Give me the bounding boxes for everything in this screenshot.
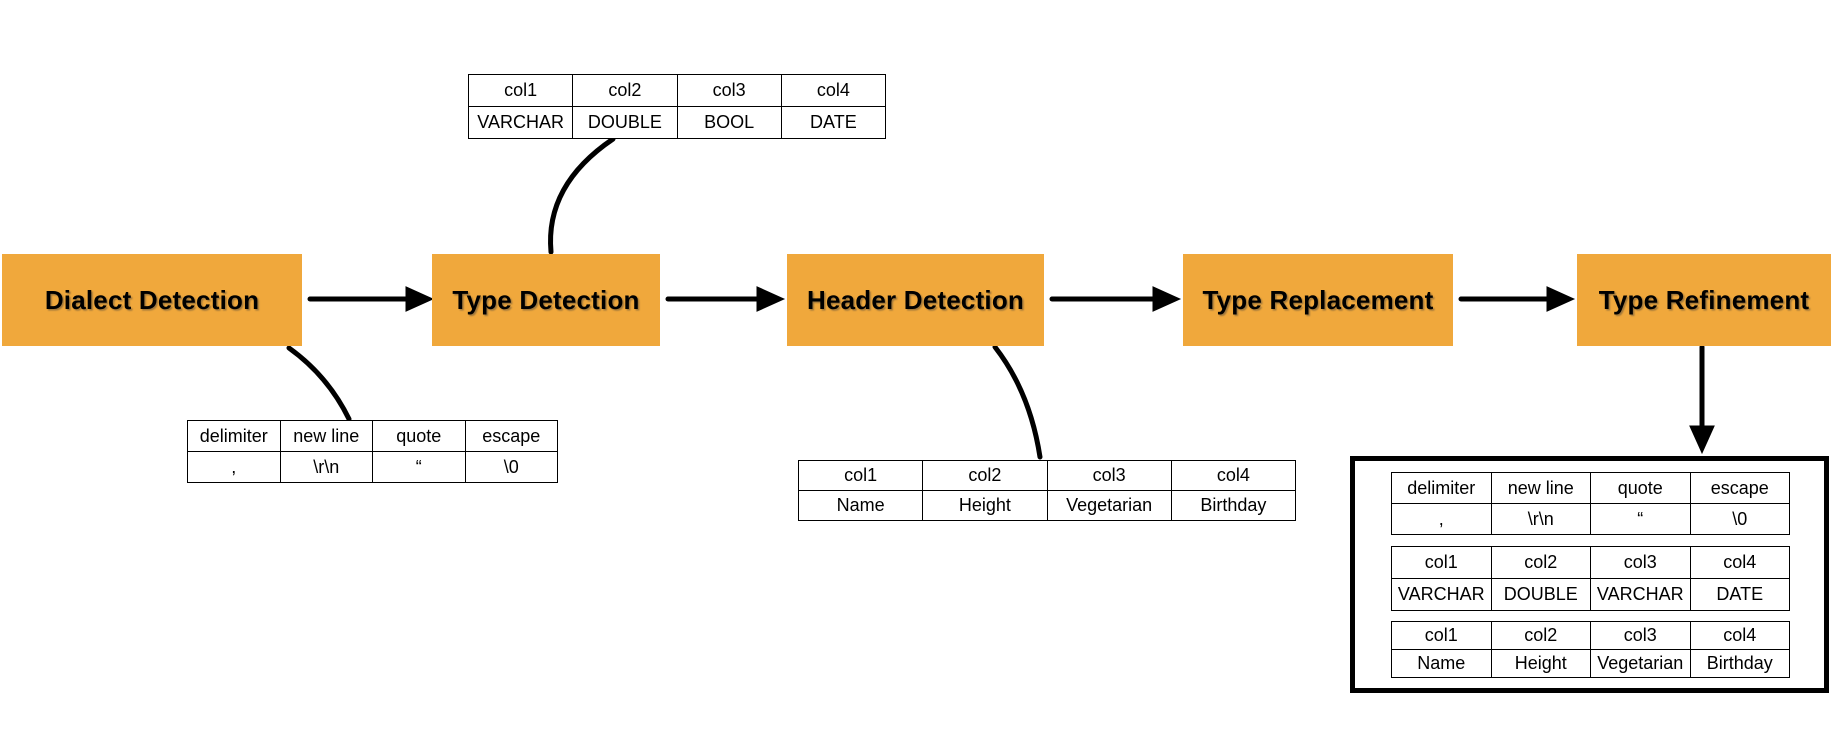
table-cell: col1: [467, 74, 574, 107]
stage-type-replacement: Type Replacement: [1183, 254, 1453, 346]
table-cell: escape: [464, 420, 558, 452]
table-row: , \r\n “ \0: [1391, 503, 1790, 535]
table-cell: Birthday: [1170, 490, 1297, 521]
curve-table-to-typedetection: [548, 136, 616, 255]
stage-dialect-detection: Dialect Detection: [2, 254, 302, 346]
table-cell: Vegetarian: [1590, 649, 1691, 678]
table-cell: “: [372, 451, 466, 483]
table-cell: col3: [1046, 460, 1172, 491]
table-cell: col2: [1490, 621, 1591, 650]
table-cell: quote: [1590, 472, 1691, 504]
table-cell: col2: [922, 460, 1048, 491]
table-cell: \r\n: [1490, 503, 1591, 535]
table-cell: VARCHAR: [467, 106, 574, 139]
table-cell: col3: [1590, 621, 1691, 650]
stage-label: Type Replacement: [1202, 284, 1434, 315]
table-row: col1 col2 col3 col4: [1391, 621, 1790, 650]
stage-type-detection: Type Detection: [432, 254, 660, 346]
table-cell: Name: [797, 490, 924, 521]
table-row: , \r\n “ \0: [187, 451, 558, 483]
flow-arrow-3-head-icon: [1152, 286, 1182, 312]
table-cell: ,: [1391, 503, 1492, 535]
down-arrow-head-icon: [1689, 425, 1715, 455]
table-cell: col1: [797, 460, 924, 491]
table-cell: “: [1590, 503, 1691, 535]
table-cell: DOUBLE: [1490, 578, 1591, 611]
table-row: Name Height Vegetarian Birthday: [797, 490, 1297, 521]
table-row: VARCHAR DOUBLE BOOL DATE: [467, 106, 887, 139]
table-cell: BOOL: [676, 106, 782, 139]
table-cell: escape: [1689, 472, 1790, 504]
table-row: delimiter new line quote escape: [1391, 472, 1790, 504]
result-dialect-table: delimiter new line quote escape , \r\n “…: [1391, 472, 1790, 535]
stage-type-refinement: Type Refinement: [1577, 254, 1831, 346]
table-row: col1 col2 col3 col4: [797, 460, 1297, 491]
table-cell: col2: [572, 74, 678, 107]
table-cell: Name: [1391, 649, 1492, 678]
table-cell: \0: [464, 451, 558, 483]
table-cell: VARCHAR: [1590, 578, 1691, 611]
table-cell: col4: [1689, 546, 1790, 579]
stage-label: Type Refinement: [1598, 284, 1810, 315]
table-cell: col1: [1391, 546, 1492, 579]
table-cell: new line: [1490, 472, 1591, 504]
flow-arrow-4-head-icon: [1546, 286, 1576, 312]
flow-arrow-2-head-icon: [756, 286, 786, 312]
table-cell: DATE: [780, 106, 887, 139]
table-cell: \0: [1689, 503, 1790, 535]
flow-arrow-1-head-icon: [405, 286, 435, 312]
curve-dialect-to-table: [286, 345, 352, 422]
table-cell: Vegetarian: [1046, 490, 1172, 521]
table-cell: delimiter: [1391, 472, 1492, 504]
table-cell: Height: [1490, 649, 1591, 678]
result-types-table: col1 col2 col3 col4 VARCHAR DOUBLE VARCH…: [1391, 546, 1790, 611]
table-cell: Birthday: [1689, 649, 1790, 678]
table-cell: \r\n: [279, 451, 373, 483]
table-cell: ,: [187, 451, 281, 483]
stage-label: Dialect Detection: [44, 284, 260, 315]
result-panel: delimiter new line quote escape , \r\n “…: [1350, 456, 1829, 693]
table-row: delimiter new line quote escape: [187, 420, 558, 452]
table-cell: DOUBLE: [572, 106, 678, 139]
curve-headerdetection-to-table: [992, 344, 1043, 460]
stage-label: Type Detection: [452, 284, 640, 315]
table-cell: col4: [1170, 460, 1297, 491]
table-cell: col2: [1490, 546, 1591, 579]
table-cell: col3: [676, 74, 782, 107]
table-cell: new line: [279, 420, 373, 452]
table-row: col1 col2 col3 col4: [1391, 546, 1790, 579]
result-header-table: col1 col2 col3 col4 Name Height Vegetari…: [1391, 621, 1790, 678]
table-cell: Height: [922, 490, 1048, 521]
table-cell: col1: [1391, 621, 1492, 650]
table-row: VARCHAR DOUBLE VARCHAR DATE: [1391, 578, 1790, 611]
detected-dialect-table: delimiter new line quote escape , \r\n “…: [187, 420, 558, 483]
table-cell: VARCHAR: [1391, 578, 1492, 611]
table-cell: delimiter: [187, 420, 281, 452]
stage-label: Header Detection: [806, 284, 1025, 315]
table-cell: col3: [1590, 546, 1691, 579]
stage-header-detection: Header Detection: [787, 254, 1044, 346]
table-cell: col4: [1689, 621, 1790, 650]
table-cell: DATE: [1689, 578, 1790, 611]
table-cell: quote: [372, 420, 466, 452]
table-row: Name Height Vegetarian Birthday: [1391, 649, 1790, 678]
detected-types-table: col1 col2 col3 col4 VARCHAR DOUBLE BOOL …: [467, 74, 887, 139]
table-row: col1 col2 col3 col4: [467, 74, 887, 107]
table-cell: col4: [780, 74, 887, 107]
detected-header-table: col1 col2 col3 col4 Name Height Vegetari…: [797, 460, 1297, 521]
